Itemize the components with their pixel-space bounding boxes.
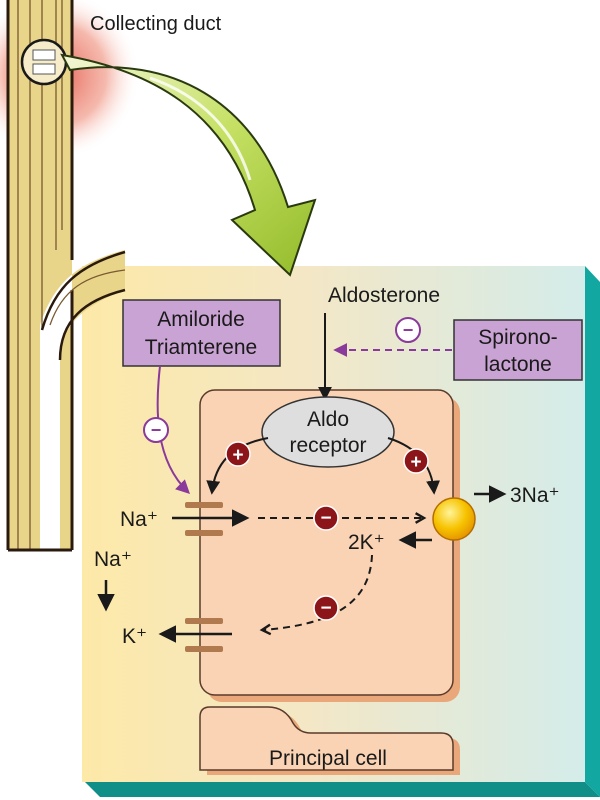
k-intracellular-arrow: [259, 554, 373, 636]
svg-text:−: −: [320, 508, 331, 529]
collecting-duct-label: Collecting duct: [90, 13, 222, 35]
na-3-label: 3Na⁺: [510, 484, 560, 507]
na-in-label: Na⁺: [120, 508, 158, 531]
principal-cell-label: Principal cell: [269, 747, 387, 770]
amiloride-minus-sign: −: [143, 417, 169, 443]
principal-cell-lower: [199, 706, 460, 775]
k-channel: [185, 618, 223, 652]
svg-text:−: −: [403, 320, 414, 340]
receptor-plus-sign-left: +: [225, 441, 251, 467]
k-path-minus-sign: −: [313, 595, 339, 621]
aldo-receptor-label-line1: Aldo: [307, 408, 349, 431]
svg-text:−: −: [151, 420, 162, 440]
collecting-duct-tubule: [6, 0, 126, 552]
spironolactone-minus-sign: −: [395, 317, 421, 343]
svg-text:+: +: [232, 445, 243, 466]
na-k-pump: [432, 497, 476, 541]
duct-magnifier: [20, 38, 68, 86]
k-out-label: K⁺: [122, 625, 147, 648]
spironolactone-label-line1: Spirono-: [478, 326, 557, 349]
spironolactone-box: [453, 319, 583, 381]
svg-text:−: −: [320, 598, 331, 619]
svg-text:+: +: [410, 452, 421, 473]
aldosterone-label: Aldosterone: [328, 284, 440, 307]
na-path-minus-sign: −: [313, 505, 339, 531]
na-lumen-label: Na⁺: [94, 548, 132, 571]
amiloride-triamterene-box: [122, 299, 281, 367]
triamterene-label: Triamterene: [145, 336, 257, 359]
zoom-arrow: [60, 53, 317, 277]
na-channel: [185, 502, 223, 536]
k-2-label: 2K⁺: [348, 531, 385, 554]
aldo-receptor-label-line2: receptor: [289, 434, 366, 457]
receptor-plus-sign-right: +: [403, 448, 429, 474]
aldo-receptor: [261, 396, 395, 468]
amiloride-label: Amiloride: [157, 308, 245, 331]
spironolactone-label-line2: lactone: [484, 353, 552, 376]
